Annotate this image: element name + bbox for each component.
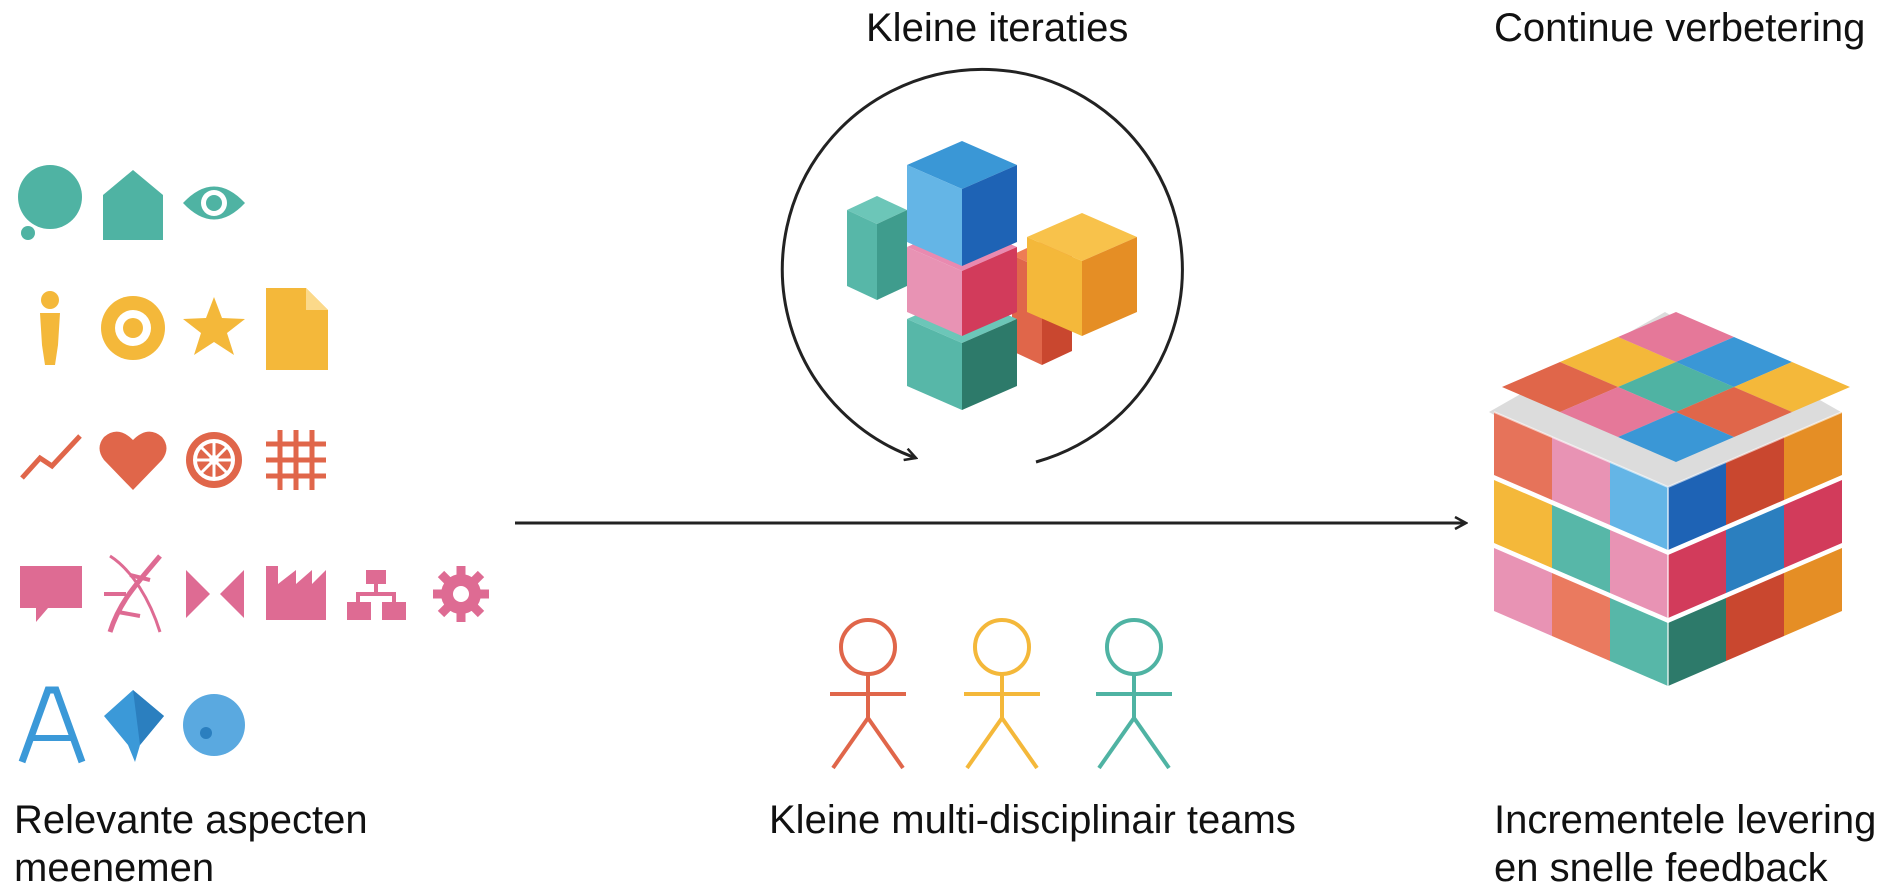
wheel-icon: [186, 432, 242, 488]
org-chart-icon: [347, 570, 406, 620]
factory-icon: [266, 566, 326, 620]
speech-bubble-icon: [18, 165, 82, 240]
label-relevante-aspecten-line-1: Relevante aspecten: [14, 798, 368, 842]
label-incrementele-levering-line-2: en snelle feedback: [1494, 846, 1828, 890]
letter-a-icon: [18, 686, 86, 764]
grid-icon: [266, 430, 326, 490]
star-icon: [183, 297, 245, 355]
rubik-cube: [1489, 312, 1850, 686]
label-relevante-aspecten: Relevante aspecten meenemen: [14, 796, 368, 892]
label-incrementele-levering-line-1: Incrementele levering: [1494, 798, 1877, 842]
person-icon: [40, 291, 60, 365]
document-icon: [266, 288, 328, 370]
team-member-orange: [830, 618, 906, 770]
heart-icon: [99, 431, 167, 490]
aspects-icon-grid: [18, 165, 489, 764]
target-icon: [101, 296, 165, 360]
trend-line-icon: [20, 434, 82, 480]
team-member-teal: [1096, 618, 1172, 770]
dna-icon: [104, 554, 162, 633]
small-cube-cluster: [847, 141, 1137, 410]
label-relevante-aspecten-line-2: meenemen: [14, 846, 215, 890]
label-teams: Kleine multi-disciplinair teams: [769, 798, 1296, 842]
team-figures: [830, 618, 1172, 770]
team-member-yellow: [964, 618, 1040, 770]
label-incrementele-levering: Incrementele levering en snelle feedback: [1494, 796, 1876, 892]
eye-icon: [183, 186, 245, 220]
bowtie-icon: [186, 570, 244, 618]
gear-icon: [433, 566, 489, 622]
diamond-icon: [104, 690, 164, 762]
iteration-cycle: [780, 67, 1184, 464]
label-continue-verbetering: Continue verbetering: [1494, 6, 1866, 50]
house-icon: [103, 170, 163, 240]
circle-icon: [183, 694, 245, 756]
chat-icon: [20, 566, 82, 622]
label-kleine-iteraties: Kleine iteraties: [866, 6, 1129, 50]
